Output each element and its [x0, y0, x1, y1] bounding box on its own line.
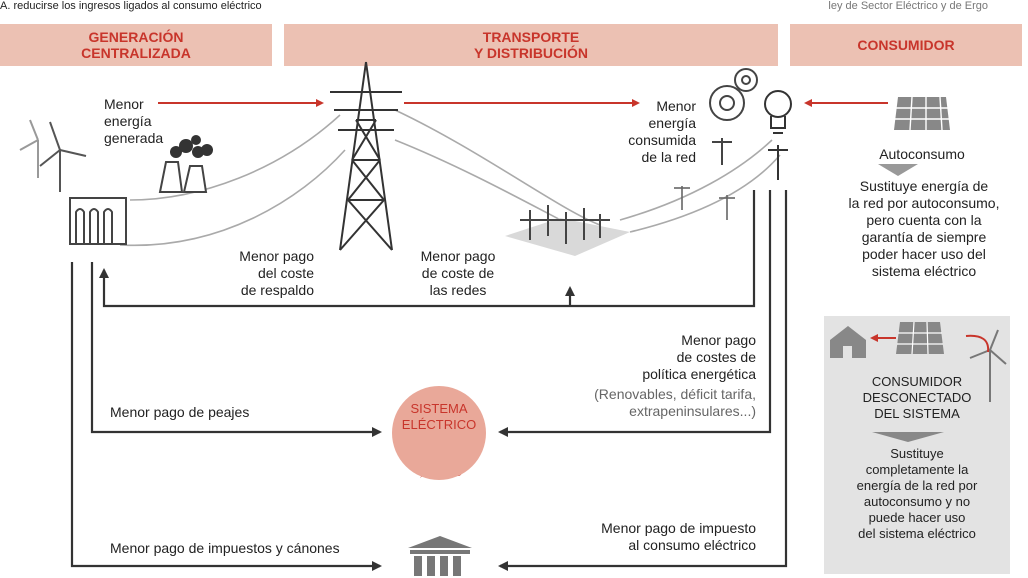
house-icon: [830, 326, 866, 358]
arrow-down-icon-2: [872, 432, 944, 442]
flow-arrows: [70, 190, 788, 571]
red-arrows: [158, 99, 990, 353]
less-consumed-label: Menor energía consumida de la red: [628, 98, 696, 165]
electric-system-label: SISTEMA ELÉCTRICO: [401, 401, 477, 432]
header-transport: TRANSPORTE Y DISTRIBUCIÓN: [284, 24, 778, 66]
top-right-note: ley de Sector Eléctrico y de Ergo: [828, 0, 988, 12]
header-generation: GENERACIÓN CENTRALIZADA: [0, 24, 272, 66]
disconnected-consumer-title: CONSUMIDOR DESCONECTADO DEL SISTEMA: [862, 374, 972, 421]
disconnected-consumer-description: Sustituye completamente la energía de la…: [856, 446, 978, 541]
self-consumption-label: Autoconsumo: [879, 146, 965, 162]
disconnected-consumer-box: [824, 316, 1010, 574]
electric-system-circle: [392, 386, 486, 480]
policy-costs-detail: (Renovables, déficit tarifa, extrapenins…: [594, 386, 756, 419]
light-bulb-icon: [764, 90, 792, 180]
backup-cost-label: Menor pago del coste de respaldo: [239, 248, 314, 298]
hydro-dam-icon: [69, 197, 127, 245]
consumption-tax-label: Menor pago de impuesto al consumo eléctr…: [601, 520, 756, 553]
header-consumer: CONSUMIDOR: [790, 24, 1022, 66]
wind-turbine-icon: [19, 119, 87, 192]
wind-turbine-small-icon: [969, 329, 1007, 402]
substation-icon: [505, 205, 630, 256]
top-caption: A. reducirse los ingresos ligados al con…: [0, 0, 262, 12]
gear-icon: [709, 68, 758, 165]
policy-costs-label: Menor pago de costes de política energét…: [642, 332, 756, 382]
tolls-label: Menor pago de peajes: [110, 404, 250, 420]
power-plant-icon: [158, 135, 213, 193]
arrow-down-icon: [878, 164, 918, 176]
solar-panel-small-icon: [896, 321, 944, 355]
transmission-tower-icon: [330, 61, 402, 251]
solar-panel-icon: [894, 96, 950, 131]
taxes-label: Menor pago de impuestos y cánones: [110, 540, 340, 556]
network-cost-label: Menor pago de coste de las redes: [420, 248, 496, 298]
less-generated-label: Menor energía generada: [104, 96, 164, 146]
government-building-icon: [408, 536, 472, 576]
self-consumption-description: Sustituye energía de la red por autocons…: [848, 178, 1000, 279]
